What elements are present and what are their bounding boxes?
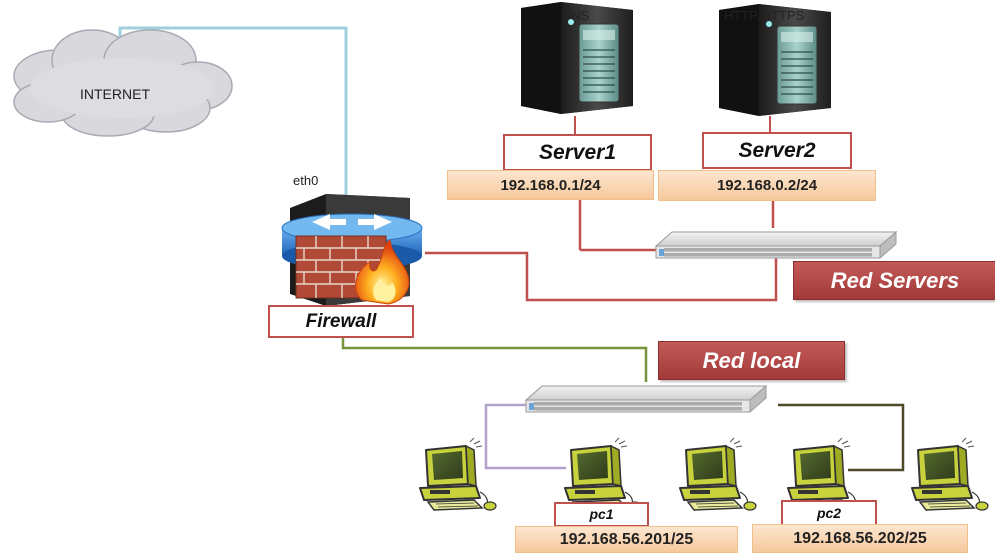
firewall-label: Firewall (268, 305, 414, 338)
pc-link-right (778, 403, 905, 472)
server1-role-label: DNS (562, 8, 590, 23)
internet-label: INTERNET (80, 86, 150, 102)
server1-ip-label: 192.168.0.1/24 (447, 170, 654, 200)
computer-icon (564, 437, 642, 511)
cloud-icon (13, 29, 233, 137)
pc-link-left (484, 403, 566, 470)
pc2-name-label: pc2 (781, 500, 877, 526)
local-network-banner: Red local (658, 341, 845, 380)
servers-switch-icon (655, 231, 897, 259)
computer-icon (419, 437, 497, 511)
servers-network-banner: Red Servers (793, 261, 995, 300)
pc2-ip-label: 192.168.56.202/25 (752, 524, 968, 553)
pc1-ip-label: 192.168.56.201/25 (515, 526, 738, 553)
servers-link-firewall (425, 251, 778, 302)
server2-role-label: HTTP/HTTPS (724, 8, 805, 23)
computer-icon (911, 437, 989, 511)
server2-ip-label: 192.168.0.2/24 (658, 170, 876, 201)
server2-name-label: Server2 (702, 132, 852, 169)
server1-name-label: Server1 (503, 134, 652, 171)
computer-icon (679, 437, 757, 511)
local-switch-icon (525, 385, 767, 413)
firewall-icon (281, 194, 423, 306)
local-link (341, 336, 648, 382)
pc1-name-label: pc1 (554, 502, 649, 527)
firewall-interface-label: eth0 (293, 173, 319, 188)
